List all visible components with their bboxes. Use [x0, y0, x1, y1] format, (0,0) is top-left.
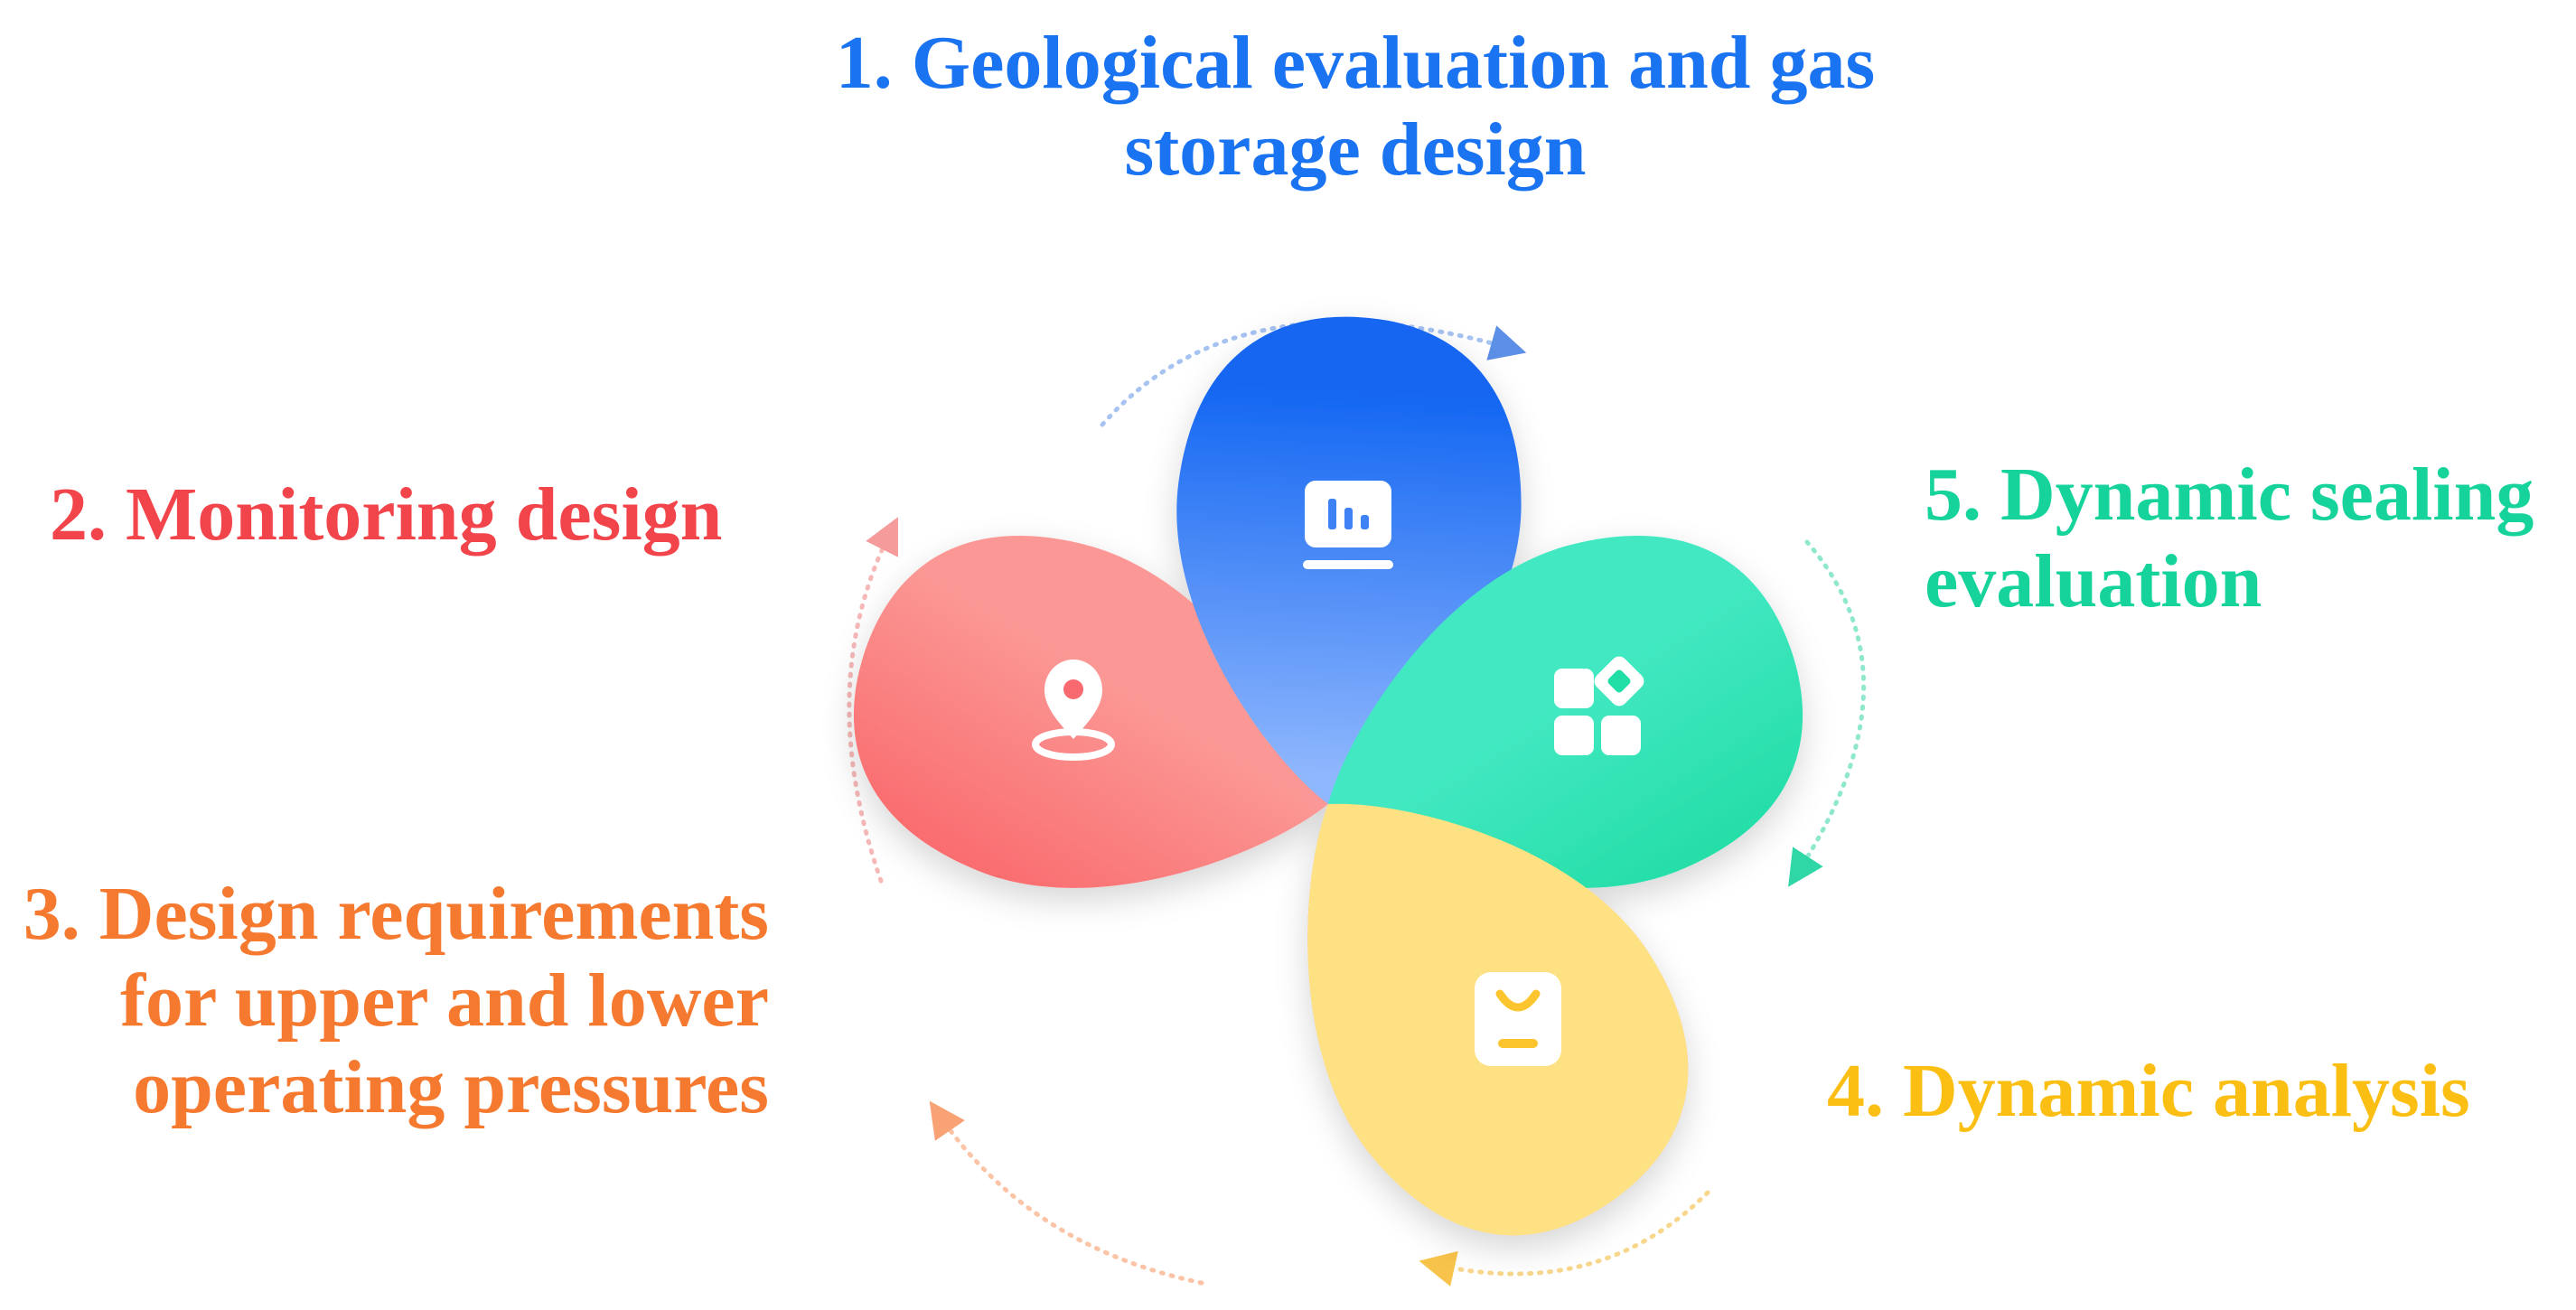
step-1-label-line-2: storage design	[1124, 108, 1587, 192]
apps-grid-icon	[1554, 656, 1644, 755]
step-5-label-line-1: 5. Dynamic sealing	[1925, 453, 2534, 537]
arrow-to-step-4	[1419, 1190, 1710, 1287]
cycle-arrows	[847, 320, 1867, 1287]
step-3-label-line-3: operating pressures	[133, 1045, 769, 1129]
monitor-chart-icon	[1303, 481, 1393, 569]
arrow-to-step-1	[1100, 320, 1527, 427]
step-5-label: 5. Dynamic sealing evaluation	[1925, 452, 2534, 625]
step-5-label-line-2: evaluation	[1925, 539, 2262, 623]
step-4-label: 4. Dynamic analysis	[1827, 1048, 2470, 1135]
location-pin-icon	[1032, 660, 1115, 761]
step-2-label: 2. Monitoring design	[50, 472, 722, 558]
step-3-label-line-2: for upper and lower	[120, 959, 769, 1043]
arrow-to-step-5	[1788, 539, 1867, 887]
petal-5-green	[1328, 536, 1803, 888]
petals	[853, 316, 1803, 1236]
arrow-to-step-2	[847, 517, 898, 884]
users-icon	[1142, 992, 1233, 1062]
step-1-label-line-1: 1. Geological evaluation and gas	[835, 21, 1876, 105]
step-3-label: 3. Design requirements for upper and low…	[23, 871, 769, 1131]
shopping-bag-icon	[1475, 972, 1561, 1066]
step-2-label-line-1: 2. Monitoring design	[50, 473, 723, 557]
step-4-label-line-1: 4. Dynamic analysis	[1827, 1049, 2470, 1133]
step-1-label: 1. Geological evaluation and gas storage…	[0, 20, 2576, 193]
step-3-label-line-1: 3. Design requirements	[23, 872, 769, 956]
arrow-to-step-3	[929, 1100, 1204, 1286]
